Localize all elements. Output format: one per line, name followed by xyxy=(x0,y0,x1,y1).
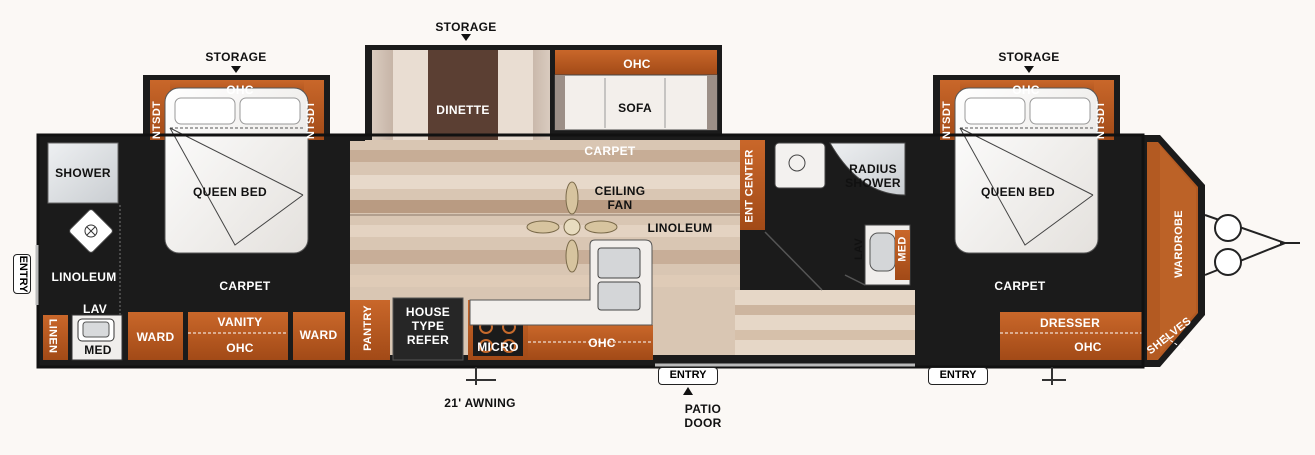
microwave-label: MICRO xyxy=(477,340,519,354)
linen-label: LINEN xyxy=(46,318,59,354)
ceiling-fan-label: CEILING FAN xyxy=(594,184,646,212)
dresser-label: DRESSER xyxy=(1039,316,1101,330)
left-bedroom-ohc: OHC xyxy=(226,83,254,97)
storage-right-label: STORAGE xyxy=(998,50,1060,64)
patio-door-label: PATIO DOOR xyxy=(684,402,722,430)
living-linoleum-label: LINOLEUM xyxy=(647,221,713,235)
ceiling-fan-icon xyxy=(526,181,618,273)
kitchen-ohc-label: OHC xyxy=(588,336,616,350)
entertainment-center-label: ENT CENTER xyxy=(743,149,756,223)
wardrobe-label: WARDROBE xyxy=(1172,210,1185,278)
vanity-ohc-label: OHC xyxy=(226,341,254,355)
left-carpet-label: CARPET xyxy=(219,279,271,293)
patio-entry-door[interactable]: ENTRY xyxy=(658,367,718,385)
dinette-label: DINETTE xyxy=(436,103,490,117)
refrigerator-label: HOUSE TYPE REFER xyxy=(405,305,451,347)
pantry-label: PANTRY xyxy=(361,305,374,351)
left-nightstand-b: NTSDT xyxy=(305,100,318,140)
awning-label: 21' AWNING xyxy=(444,396,516,410)
radius-shower-label: RADIUS SHOWER xyxy=(845,162,901,190)
right-bed-label: QUEEN BED xyxy=(980,185,1056,199)
left-lav-label: LAV xyxy=(82,302,107,316)
left-bath-linoleum: LINOLEUM xyxy=(51,270,117,284)
vanity-label: VANITY xyxy=(217,315,263,329)
right-bedroom-ohc: OHC xyxy=(1012,83,1040,97)
storage-center-label: STORAGE xyxy=(435,20,497,34)
sofa-label: SOFA xyxy=(618,101,652,115)
left-bed-label: QUEEN BED xyxy=(192,185,268,199)
left-nightstand-a: NTSDT xyxy=(151,100,164,140)
right-lav-label: LAV xyxy=(853,237,866,261)
left-shower-label: SHOWER xyxy=(55,166,111,180)
right-entry-door[interactable]: ENTRY xyxy=(928,367,988,385)
left-med-label: MED xyxy=(84,343,112,357)
right-med-label: MED xyxy=(896,236,909,262)
storage-left-label: STORAGE xyxy=(205,50,267,64)
right-nightstand-b: NTSDT xyxy=(1095,100,1108,140)
sofa-ohc-label: OHC xyxy=(623,57,651,71)
right-carpet-label: CARPET xyxy=(994,279,1046,293)
ward-left-a: WARD xyxy=(136,330,175,344)
ward-left-b: WARD xyxy=(299,328,338,342)
dresser-ohc-label: OHC xyxy=(1074,340,1102,354)
right-nightstand-a: NTSDT xyxy=(941,100,954,140)
left-entry-door[interactable]: ENTRY xyxy=(13,254,31,294)
slide-carpet-label: CARPET xyxy=(584,144,636,158)
